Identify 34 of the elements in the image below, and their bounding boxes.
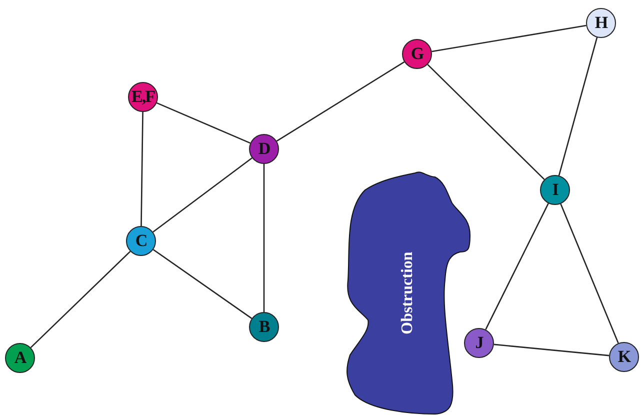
graph-node-circle (609, 342, 639, 372)
connector-line (152, 249, 252, 319)
graph-node-circle (402, 39, 432, 69)
graph-node-circle (249, 312, 279, 342)
connector-line (485, 203, 549, 330)
node-label: I (552, 180, 558, 200)
node-label: K (618, 347, 630, 367)
connector-line (152, 157, 252, 233)
graph-node-circle (249, 134, 279, 164)
node-label: A (14, 348, 26, 368)
connector-line (276, 61, 405, 142)
node-label: B (258, 317, 270, 337)
connector-line (140, 112, 144, 226)
connector-line (427, 64, 545, 180)
graph-node-circle (126, 226, 156, 256)
node-label: H (594, 13, 608, 33)
connector-line (30, 250, 131, 348)
connector-line (558, 37, 598, 176)
connector-line (156, 102, 250, 144)
connector-line (432, 24, 586, 52)
node-label: D (258, 139, 270, 159)
connector-line (560, 204, 619, 344)
graph-node-circle (128, 82, 158, 112)
obstruction-label: Obstruction (398, 251, 416, 334)
connector-line (263, 164, 265, 312)
graph-node-circle (586, 8, 616, 38)
connector-line (494, 344, 610, 356)
node-label: C (135, 231, 147, 251)
node-label: G (410, 44, 424, 64)
node-label: J (475, 333, 483, 353)
node-label: E,F (132, 87, 154, 107)
graph-node-circle (540, 175, 570, 205)
graph-node-circle (464, 328, 494, 358)
graph-node-circle (5, 343, 35, 373)
